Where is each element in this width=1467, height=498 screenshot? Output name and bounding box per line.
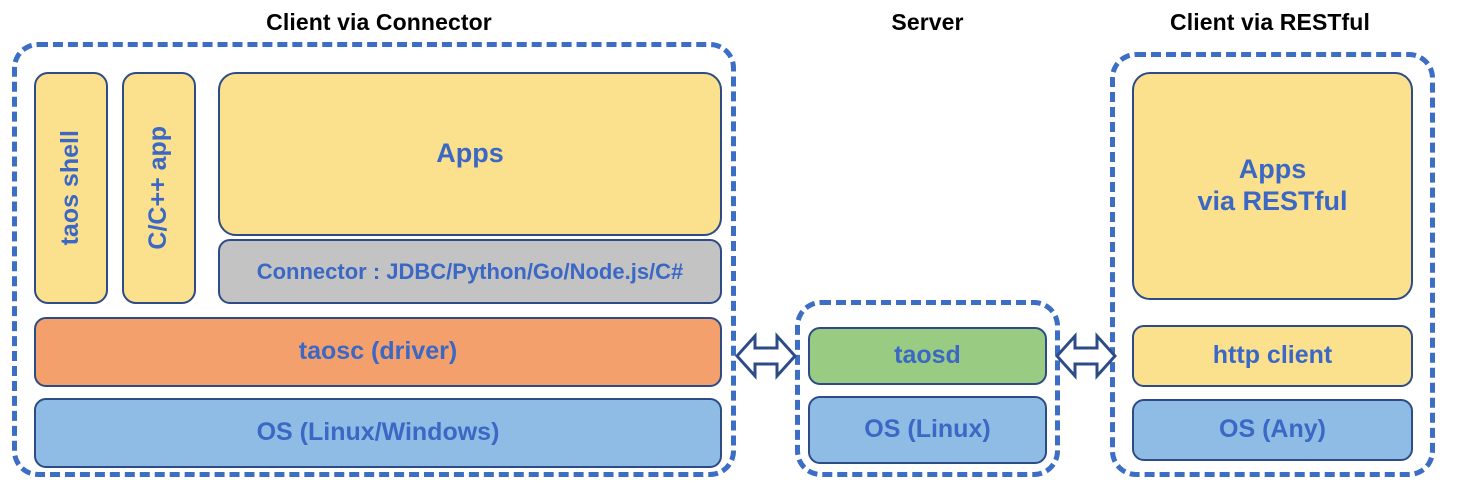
block-apps: Apps — [218, 72, 722, 236]
column-title-client-restful: Client via RESTful — [1170, 9, 1370, 35]
block-apps-via-restful: Apps via RESTful — [1132, 72, 1413, 300]
block-os-linux-label: OS (Linux) — [864, 415, 991, 444]
panel-client-via-connector — [12, 42, 736, 477]
panel-client-via-restful — [1110, 52, 1435, 477]
block-connector: Connector : JDBC/Python/Go/Node.js/C# — [218, 239, 722, 304]
block-taosd: taosd — [808, 327, 1047, 385]
column-title-client-connector: Client via Connector — [266, 9, 492, 35]
block-os-linux-windows: OS (Linux/Windows) — [34, 398, 722, 468]
block-apps-via-restful-label-line2: via RESTful — [1197, 186, 1348, 216]
double-arrow-icon-client-to-server — [734, 327, 798, 385]
block-taosd-label: taosd — [894, 341, 961, 370]
block-apps-via-restful-label-line1: Apps — [1238, 154, 1307, 185]
column-title-server: Server — [891, 9, 964, 35]
panel-server — [795, 300, 1060, 477]
block-apps-label: Apps — [436, 138, 504, 169]
block-taosc-driver-label: taosc (driver) — [298, 337, 458, 366]
block-taosc-driver: taosc (driver) — [34, 317, 722, 387]
block-connector-label: Connector : JDBC/Python/Go/Node.js/C# — [256, 258, 684, 284]
block-cpp-app: C/C++ app — [122, 72, 196, 304]
block-taos-shell: taos shell — [34, 72, 108, 304]
block-os-linux: OS (Linux) — [808, 396, 1047, 464]
block-http-client: http client — [1132, 325, 1413, 387]
block-os-any-label: OS (Any) — [1219, 415, 1326, 444]
block-os-linux-windows-label: OS (Linux/Windows) — [256, 418, 500, 447]
double-arrow-icon-server-to-restful-client — [1054, 327, 1118, 385]
block-http-client-label: http client — [1212, 341, 1333, 370]
block-os-any: OS (Any) — [1132, 399, 1413, 461]
block-cpp-app-label: C/C++ app — [144, 126, 173, 250]
block-taos-shell-label: taos shell — [56, 130, 85, 246]
